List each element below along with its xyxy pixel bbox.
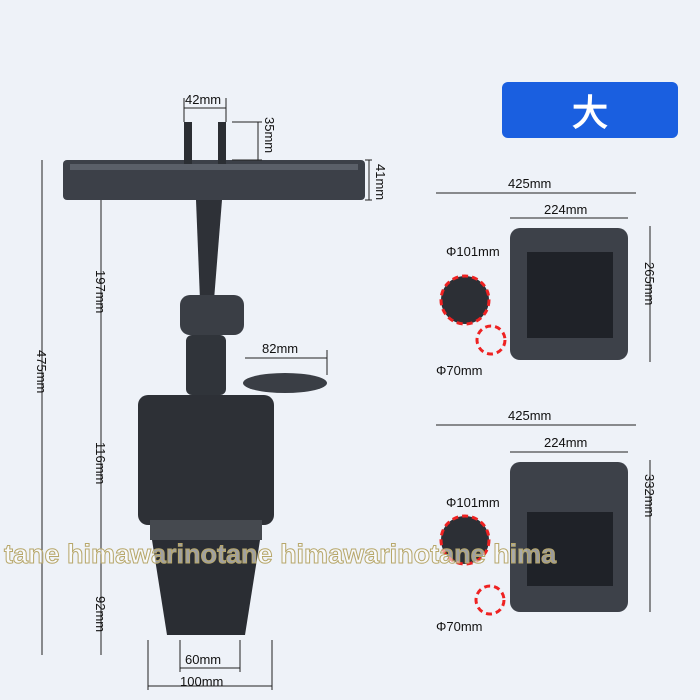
dim-top-width: 42mm — [185, 92, 221, 107]
dim-arm: 197mm — [93, 270, 108, 313]
dim-cup-tray: 82mm — [262, 341, 298, 356]
size-badge: 大 — [502, 82, 678, 138]
top-height: 265mm — [642, 262, 657, 305]
bottom-height: 332mm — [642, 474, 657, 517]
dim-base: 92mm — [93, 596, 108, 632]
dim-total: 475mm — [34, 350, 49, 393]
dim-body: 116mm — [93, 442, 108, 484]
dimension-lines — [41, 98, 651, 690]
top-view-product — [439, 228, 628, 360]
dim-tray-height: 41mm — [373, 164, 388, 200]
top-cup-large: Φ101mm — [446, 244, 500, 259]
top-width: 425mm — [508, 176, 551, 191]
top-inner: 224mm — [544, 202, 587, 217]
dim-top-height: 35mm — [262, 117, 277, 153]
bottom-cup-small: Φ70mm — [436, 619, 483, 634]
top-cup-small: Φ70mm — [436, 363, 483, 378]
bottom-cup-large: Φ101mm — [446, 495, 500, 510]
bottom-width: 425mm — [508, 408, 551, 423]
product-side-view — [63, 122, 365, 635]
dim-base-outer: 100mm — [180, 674, 223, 689]
watermark: tane himawarinotane himawarinotane hima — [3, 539, 557, 570]
bottom-inner: 224mm — [544, 435, 587, 450]
dim-base-inner: 60mm — [185, 652, 221, 667]
bottom-view-product — [439, 462, 628, 616]
